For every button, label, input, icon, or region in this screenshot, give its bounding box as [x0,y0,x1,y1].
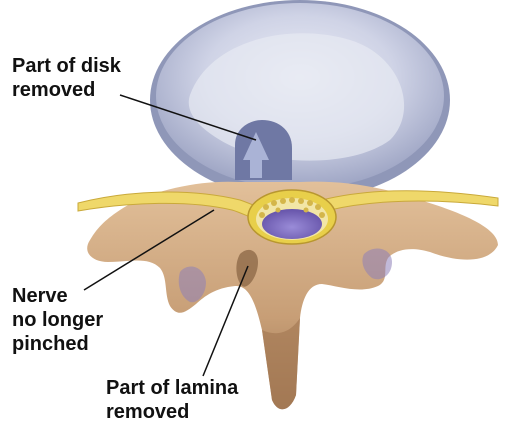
nerve-label: Nerve no longer pinched [12,284,103,356]
lamina-label: Part of lamina removed [106,376,238,424]
intervertebral-disk [150,0,450,200]
spinal-cord [248,190,336,244]
disk-label: Part of disk removed [12,54,121,102]
lamina-label-line2: removed [106,400,238,424]
nerve-label-line3: pinched [12,332,103,356]
lamina-label-line1: Part of lamina [106,376,238,400]
nerve-label-line1: Nerve [12,284,103,308]
removed-disk-section [235,120,292,180]
nerve-label-line2: no longer [12,308,103,332]
disk-label-line2: removed [12,78,121,102]
disk-label-line1: Part of disk [12,54,121,78]
